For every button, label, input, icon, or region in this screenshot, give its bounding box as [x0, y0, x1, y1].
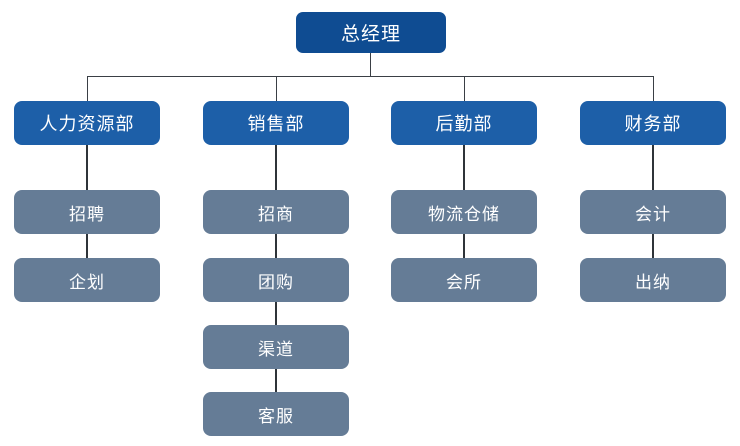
connector-root-stem: [370, 53, 371, 76]
node-team-recruitment[interactable]: 招聘: [14, 190, 160, 234]
node-team-cashier[interactable]: 出纳: [580, 258, 726, 302]
node-team-investment-promotion[interactable]: 招商: [203, 190, 349, 234]
connector-dept3-to-team1: [463, 145, 465, 190]
node-team-logistics-warehousing[interactable]: 物流仓储: [391, 190, 537, 234]
connector-drop-dept3: [464, 76, 465, 101]
node-team-customer-service[interactable]: 客服: [203, 392, 349, 436]
node-team-channel[interactable]: 渠道: [203, 325, 349, 369]
node-team-planning[interactable]: 企划: [14, 258, 160, 302]
connector-horizontal-bus: [87, 76, 654, 77]
connector-dept2-team1-to-team2: [275, 234, 277, 258]
connector-dept3-team1-to-team2: [463, 234, 465, 258]
connector-dept1-to-team1: [86, 145, 88, 190]
node-dept-finance[interactable]: 财务部: [580, 101, 726, 145]
node-general-manager[interactable]: 总经理: [296, 12, 446, 53]
node-team-group-buying[interactable]: 团购: [203, 258, 349, 302]
node-dept-logistics[interactable]: 后勤部: [391, 101, 537, 145]
connector-drop-dept1: [87, 76, 88, 101]
connector-drop-dept2: [276, 76, 277, 101]
node-dept-human-resources[interactable]: 人力资源部: [14, 101, 160, 145]
node-team-clubhouse[interactable]: 会所: [391, 258, 537, 302]
connector-dept2-to-team1: [275, 145, 277, 190]
connector-dept4-to-team1: [652, 145, 654, 190]
node-dept-sales[interactable]: 销售部: [203, 101, 349, 145]
connector-dept2-team3-to-team4: [275, 369, 277, 392]
connector-dept2-team2-to-team3: [275, 302, 277, 325]
connector-drop-dept4: [653, 76, 654, 101]
connector-dept4-team1-to-team2: [652, 234, 654, 258]
node-team-accounting[interactable]: 会计: [580, 190, 726, 234]
connector-dept1-team1-to-team2: [86, 234, 88, 258]
